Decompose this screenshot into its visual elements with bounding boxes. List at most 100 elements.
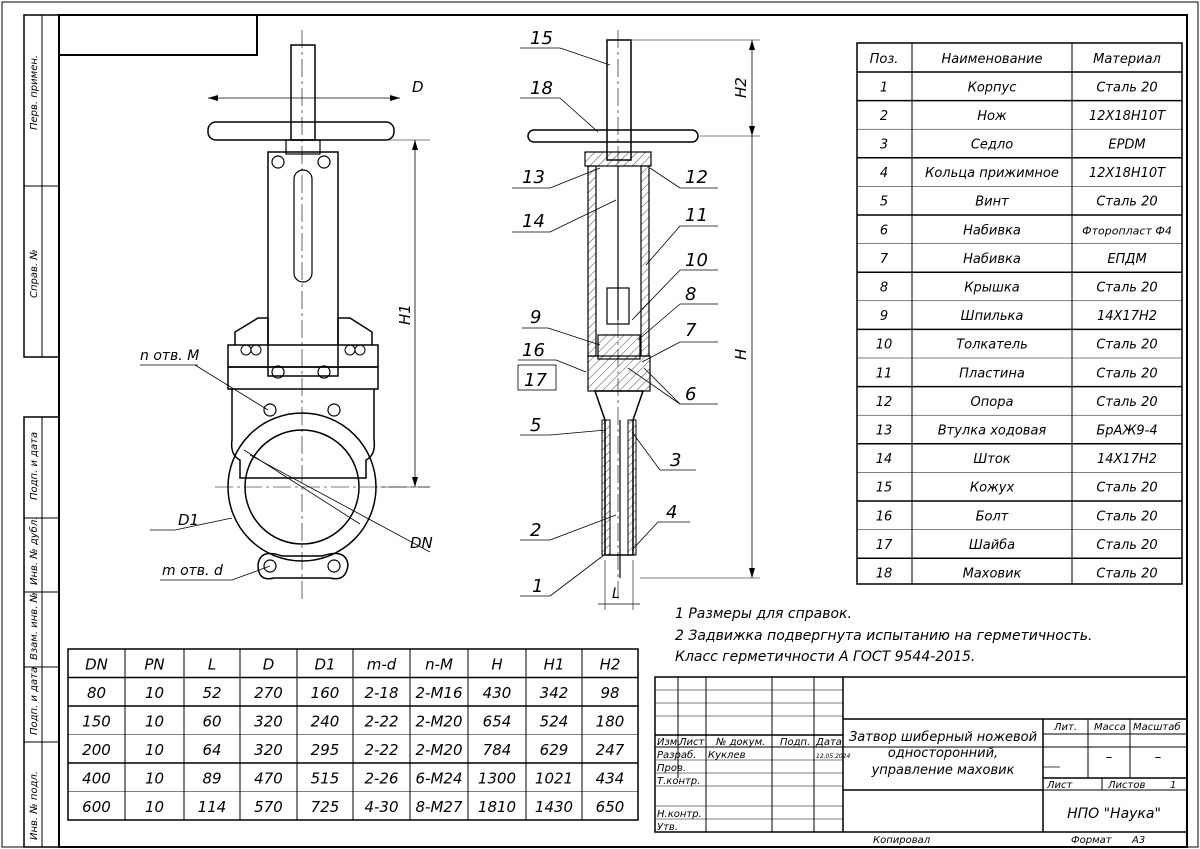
callout-10: 10 <box>631 250 718 321</box>
svg-text:12: 12 <box>685 167 708 188</box>
parts-cell-pos: 5 <box>880 195 888 210</box>
tb-h-doc: № докум. <box>715 737 765 748</box>
dims-cell: 247 <box>596 741 625 759</box>
front-view: D H1 D1 DN n отв. M m отв. d <box>140 30 433 600</box>
dims-cell: 2-26 <box>364 769 398 787</box>
title-block: Изм. Лист № докум. Подп. Дата Разраб. Ку… <box>654 676 1188 846</box>
svg-text:10: 10 <box>685 250 708 271</box>
dims-header: n-M <box>425 655 453 673</box>
svg-text:1: 1 <box>532 576 543 597</box>
parts-cell-name: Кольца прижимное <box>925 166 1059 181</box>
tb-h-massa: Масса <box>1094 722 1126 733</box>
callout-11: 11 <box>645 205 718 266</box>
tb-listov-label: Листов <box>1107 780 1145 791</box>
dims-cell: 150 <box>82 712 111 730</box>
dims-cell: 52 <box>202 684 221 702</box>
dim-label-h: H <box>732 349 750 360</box>
parts-cell-pos: 4 <box>880 166 888 181</box>
parts-header-name: Наименование <box>941 52 1042 67</box>
dims-cell: 2-22 <box>364 741 398 759</box>
callout-4: 4 <box>631 502 690 551</box>
dim-label-h1: H1 <box>396 304 414 325</box>
dims-cell: 400 <box>82 769 111 787</box>
parts-cell-pos: 16 <box>876 509 893 524</box>
parts-cell-name: Винт <box>975 195 1009 210</box>
dims-cell: 320 <box>254 741 283 759</box>
parts-cell-pos: 15 <box>876 481 893 496</box>
parts-cell-name: Пластина <box>959 366 1025 381</box>
parts-cell-name: Маховик <box>963 567 1022 582</box>
dims-header: DN <box>85 655 108 673</box>
parts-cell-material: Сталь 20 <box>1096 395 1157 410</box>
holes-top-label: n отв. M <box>140 348 199 364</box>
dims-cell: 10 <box>145 769 164 787</box>
parts-cell-pos: 10 <box>876 338 893 353</box>
note-line: 2 Задвижка подвергнута испытанию на герм… <box>675 628 1092 644</box>
parts-cell-name: Шток <box>973 452 1010 467</box>
parts-cell-material: Сталь 20 <box>1096 366 1157 381</box>
parts-cell-pos: 9 <box>880 309 888 324</box>
svg-text:3: 3 <box>670 450 681 471</box>
svg-text:5: 5 <box>530 415 541 436</box>
tb-company: НПО "Наука" <box>1067 806 1161 822</box>
parts-cell-name: Набивка <box>963 223 1021 238</box>
note-line: Класс герметичности А ГОСТ 9544-2015. <box>675 649 975 665</box>
parts-cell-name: Корпус <box>968 80 1017 95</box>
dims-cell: 64 <box>202 741 221 759</box>
dims-cell: 629 <box>540 741 569 759</box>
notes: 1 Размеры для справок. 2 Задвижка подвер… <box>675 606 1092 665</box>
stem <box>290 44 316 141</box>
tb-h-data: Дата <box>815 737 842 748</box>
tb-h-izm: Изм. <box>657 737 681 748</box>
parts-cell-pos: 17 <box>876 538 893 553</box>
dims-header: L <box>208 655 216 673</box>
side-label: Перв. примен. <box>29 55 40 130</box>
dims-cell: 430 <box>483 684 512 702</box>
dims-cell: 1810 <box>478 798 516 816</box>
svg-text:17: 17 <box>524 370 547 391</box>
yoke <box>267 151 339 377</box>
dims-cell: 10 <box>145 798 164 816</box>
parts-cell-name: Крышка <box>964 281 1019 296</box>
side-label: Инв. № подл. <box>29 771 40 840</box>
dim-label-l: L <box>612 586 620 602</box>
dims-header: PN <box>144 655 164 673</box>
dims-cell: 725 <box>311 798 340 816</box>
dims-header: H1 <box>544 655 565 673</box>
side-stamp: Перв. примен. Справ. № Подп. и дата Инв.… <box>23 14 60 848</box>
parts-cell-pos: 3 <box>880 138 888 153</box>
callout-8: 8 <box>637 284 718 341</box>
dims-cell: 295 <box>311 741 340 759</box>
dims-header: D <box>263 655 275 673</box>
parts-cell-pos: 12 <box>876 395 893 410</box>
dims-header: H <box>491 655 502 673</box>
parts-cell-material: Сталь 20 <box>1096 567 1157 582</box>
callout-18: 18 <box>520 78 599 133</box>
parts-cell-pos: 7 <box>880 252 889 267</box>
parts-cell-pos: 1 <box>880 80 888 95</box>
parts-cell-material: 12Х18Н10Т <box>1089 166 1166 181</box>
svg-text:13: 13 <box>522 167 545 188</box>
dims-cell: 270 <box>254 684 283 702</box>
side-label: Подп. и дата <box>29 432 40 500</box>
callout-12: 12 <box>649 167 718 189</box>
parts-cell-material: 14Х17Н2 <box>1097 452 1157 467</box>
dims-cell: 434 <box>596 769 625 787</box>
svg-text:18: 18 <box>530 78 553 99</box>
dims-cell: 2-M20 <box>416 712 463 730</box>
dims-cell: 654 <box>483 712 512 730</box>
dim-label-dn: DN <box>410 534 433 552</box>
tb-developer: Куклев <box>708 750 746 761</box>
dims-cell: 600 <box>82 798 111 816</box>
dims-header: D1 <box>314 655 335 673</box>
callout-1: 1 <box>520 554 605 597</box>
tb-kopiroval: Копировал <box>873 835 931 846</box>
parts-cell-pos: 11 <box>876 366 893 381</box>
tb-r-tkontr: Т.контр. <box>657 776 700 787</box>
dims-cell: 2-18 <box>364 684 398 702</box>
dims-cell: 515 <box>311 769 340 787</box>
tb-r-prov: Пров. <box>657 763 686 774</box>
dims-cell: 98 <box>600 684 619 702</box>
svg-text:11: 11 <box>685 205 708 226</box>
handwheel <box>207 121 395 141</box>
